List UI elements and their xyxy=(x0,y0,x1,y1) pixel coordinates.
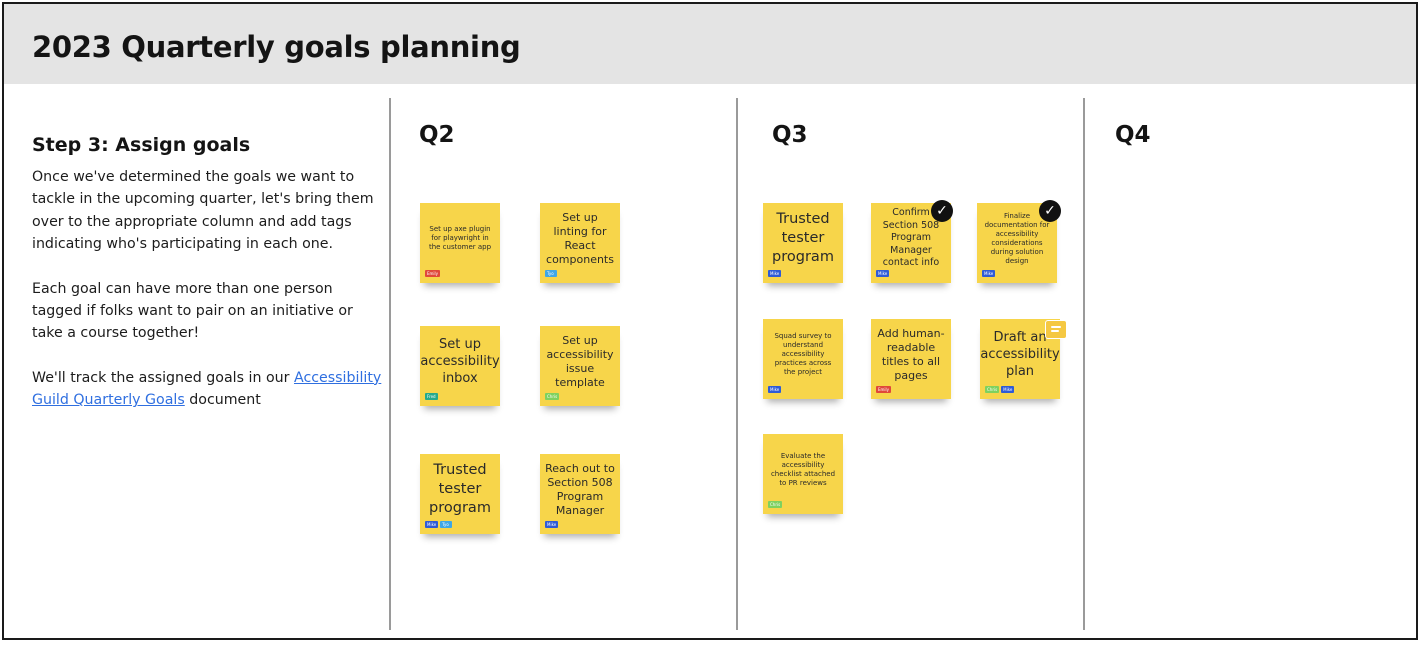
person-tag[interactable]: Mike xyxy=(545,521,559,528)
sticky-note[interactable]: Confirm Section 508 Program Manager cont… xyxy=(871,203,951,283)
sticky-note-text: Set up accessibility inbox xyxy=(420,337,500,386)
instructions-heading: Step 3: Assign goals xyxy=(32,134,251,156)
sticky-note-tags: Mike xyxy=(768,270,782,277)
person-tag[interactable]: Mike xyxy=(982,270,996,277)
person-tag[interactable]: Mike xyxy=(425,521,439,528)
sticky-note-text: Squad survey to understand accessibility… xyxy=(774,332,832,376)
sticky-note[interactable]: Add human-readable titles to all pages E… xyxy=(871,319,951,399)
sticky-note-tags: Fred xyxy=(425,393,438,400)
column-title-q4: Q4 xyxy=(1115,122,1151,148)
sticky-note-text: Add human-readable titles to all pages xyxy=(877,326,945,382)
sticky-note-tags: Chris xyxy=(545,393,560,400)
sticky-note[interactable]: Evaluate the accessibility checklist att… xyxy=(763,434,843,514)
column-divider-q2 xyxy=(389,98,391,630)
sticky-note[interactable]: Set up accessibility inbox Fred xyxy=(420,326,500,406)
sticky-note-tags: Mike xyxy=(982,270,996,277)
person-tag[interactable]: Mike xyxy=(768,386,782,393)
person-tag[interactable]: Tyo xyxy=(440,521,453,528)
sticky-note-tags: Chris Mike xyxy=(985,386,1015,393)
person-tag[interactable]: Mike xyxy=(1001,386,1015,393)
comment-line xyxy=(1051,326,1061,328)
sticky-note-text: Set up linting for React components xyxy=(546,210,614,266)
instructions-text-before-link: We'll track the assigned goals in our xyxy=(32,369,294,386)
sticky-note-tags: Mike xyxy=(768,386,782,393)
person-tag[interactable]: Tyo xyxy=(545,270,557,277)
column-divider-q4 xyxy=(1083,98,1085,630)
comment-icon[interactable] xyxy=(1045,320,1067,339)
person-tag[interactable]: Emily xyxy=(876,386,892,393)
person-tag[interactable]: Chris xyxy=(768,501,783,508)
comment-line xyxy=(1051,330,1059,332)
sticky-note-text: Trusted tester program xyxy=(772,211,834,265)
sticky-note[interactable]: Squad survey to understand accessibility… xyxy=(763,319,843,399)
sticky-note[interactable]: Set up accessibility issue template Chri… xyxy=(540,326,620,406)
sticky-note-tags: Mike xyxy=(545,521,559,528)
sticky-note-text: Set up axe plugin for playwright in the … xyxy=(428,225,492,251)
sticky-note-text: Draft an accessibility plan xyxy=(980,330,1060,379)
sticky-note-tags: Emily xyxy=(425,270,441,277)
sticky-note-text: Set up accessibility issue template xyxy=(546,333,614,389)
sticky-note-text: Trusted tester program xyxy=(429,462,491,516)
sticky-note[interactable]: Trusted tester program Mike Tyo xyxy=(420,454,500,534)
sticky-note[interactable]: Set up linting for React components Tyo xyxy=(540,203,620,283)
person-tag[interactable]: Mike xyxy=(876,270,890,277)
sticky-note-text: Finalize documentation for accessibility… xyxy=(984,211,1050,265)
instructions-panel: Step 3: Assign goals Once we've determin… xyxy=(32,134,387,434)
person-tag[interactable]: Chris xyxy=(985,386,1000,393)
sticky-note-text: Reach out to Section 508 Program Manager xyxy=(545,461,615,517)
sticky-note[interactable]: Set up axe plugin for playwright in the … xyxy=(420,203,500,283)
sticky-note-text: Evaluate the accessibility checklist att… xyxy=(770,451,836,487)
check-icon[interactable]: ✓ xyxy=(931,200,953,222)
sticky-note[interactable]: Reach out to Section 508 Program Manager… xyxy=(540,454,620,534)
person-tag[interactable]: Mike xyxy=(768,270,782,277)
board-title: 2023 Quarterly goals planning xyxy=(32,30,521,64)
instructions-paragraph-3: We'll track the assigned goals in our Ac… xyxy=(32,367,387,412)
board-header: 2023 Quarterly goals planning xyxy=(4,4,1416,84)
sticky-note-tags: Mike xyxy=(876,270,890,277)
sticky-note-tags: Chris xyxy=(768,501,783,508)
instructions-text-after-link: document xyxy=(184,392,261,409)
person-tag[interactable]: Emily xyxy=(425,270,441,277)
sticky-note-tags: Emily xyxy=(876,386,892,393)
sticky-note[interactable]: Trusted tester program Mike xyxy=(763,203,843,283)
column-title-q3: Q3 xyxy=(772,122,808,148)
quarterly-goals-doc-link[interactable]: Accessibility Guild Quarterly Goals xyxy=(32,369,382,409)
sticky-note-tags: Mike Tyo xyxy=(425,521,453,528)
column-title-q2: Q2 xyxy=(419,122,455,148)
person-tag[interactable]: Chris xyxy=(545,393,560,400)
sticky-note-tags: Tyo xyxy=(545,270,557,277)
instructions-paragraph-2: Each goal can have more than one person … xyxy=(32,280,353,342)
column-divider-q3 xyxy=(736,98,738,630)
check-icon[interactable]: ✓ xyxy=(1039,200,1061,222)
person-tag[interactable]: Fred xyxy=(425,393,438,400)
sticky-note-text: Confirm Section 508 Program Manager cont… xyxy=(882,207,940,269)
instructions-paragraph-1: Once we've determined the goals we want … xyxy=(32,169,374,253)
